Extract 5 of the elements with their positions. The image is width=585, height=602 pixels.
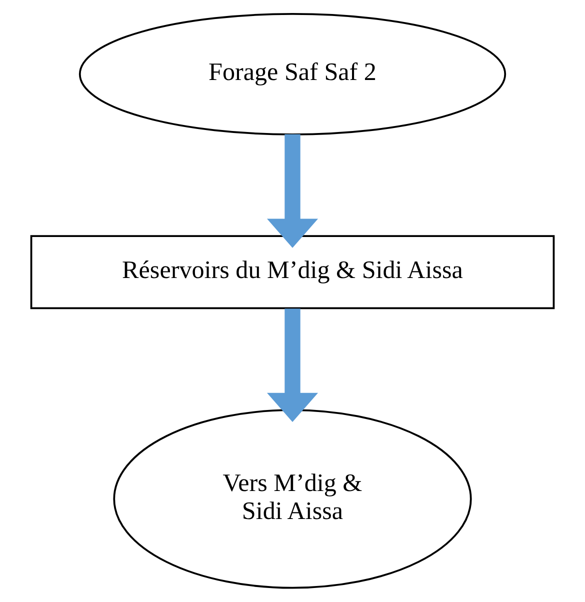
arrow (266, 134, 318, 248)
arrow (266, 308, 318, 422)
node-box: Réservoirs du M’dig & Sidi Aissa (30, 235, 555, 310)
node-ellipse: Forage Saf Saf 2 (78, 13, 506, 136)
node-ellipse: Vers M’dig & Sidi Aissa (113, 409, 472, 589)
